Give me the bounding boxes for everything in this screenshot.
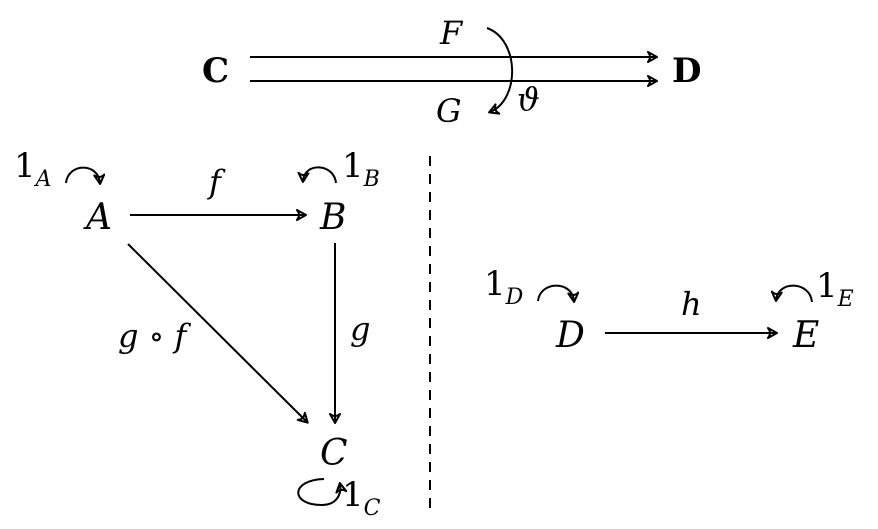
functor-f-label: F: [439, 14, 464, 52]
identity-d-loop: [537, 284, 580, 303]
identity-c-label: 1C: [342, 475, 381, 521]
natural-transformation-arrow: [486, 27, 514, 115]
identity-c-loop: [297, 478, 348, 507]
identity-b-label: 1B: [342, 146, 380, 192]
composite-g-f-arrow: [127, 243, 309, 424]
object-c: C: [320, 433, 348, 474]
functor-g-label: G: [436, 92, 462, 130]
identity-d-label: 1D: [484, 264, 524, 310]
identity-a-loop: [65, 166, 106, 185]
morphism-h-label: h: [681, 285, 702, 323]
identity-b-loop: [297, 166, 337, 184]
object-b: B: [319, 197, 346, 238]
identity-e-loop: [770, 284, 813, 303]
identity-a-label: 1A: [14, 146, 52, 192]
natural-transformation-label: ϑ: [517, 80, 540, 118]
object-d: D: [555, 315, 585, 356]
identity-e-label: 1E: [816, 266, 854, 312]
category-c-label: C: [202, 51, 229, 91]
object-a: A: [83, 197, 112, 238]
composite-g-f-label: g ∘ f: [118, 317, 192, 355]
category-d-label: D: [672, 51, 701, 91]
morphism-f-label: f: [207, 163, 226, 201]
morphism-g-label: g: [350, 310, 370, 348]
object-e: E: [792, 315, 819, 356]
